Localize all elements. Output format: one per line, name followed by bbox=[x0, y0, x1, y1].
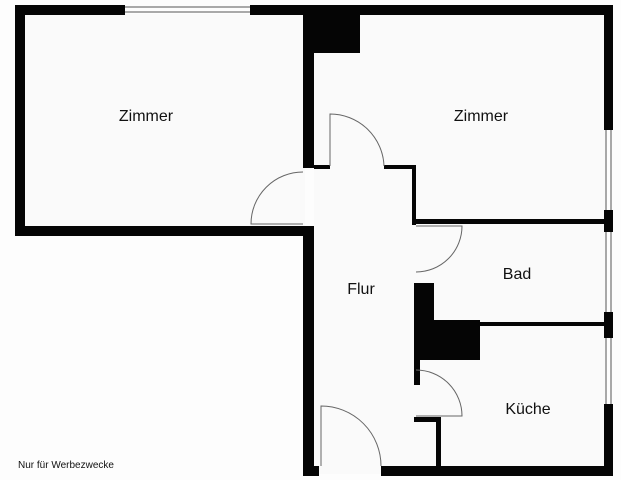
door-zimmer-1 bbox=[250, 171, 304, 225]
room-label-bad: Bad bbox=[502, 266, 532, 283]
room-label-zimmer-1: Zimmer bbox=[118, 108, 174, 125]
room-label-kueche: Küche bbox=[505, 401, 551, 418]
floors bbox=[25, 14, 607, 474]
door-kueche bbox=[415, 369, 463, 417]
door-bad bbox=[415, 225, 463, 273]
footer-note: Nur für Werbezwecke bbox=[18, 460, 114, 471]
windows bbox=[125, 6, 612, 404]
door-zimmer-2 bbox=[329, 113, 385, 167]
door-entrance bbox=[320, 405, 382, 467]
walls bbox=[15, 5, 613, 476]
room-label-zimmer-2: Zimmer bbox=[453, 108, 509, 125]
room-label-flur: Flur bbox=[347, 281, 375, 298]
doors bbox=[250, 113, 463, 467]
